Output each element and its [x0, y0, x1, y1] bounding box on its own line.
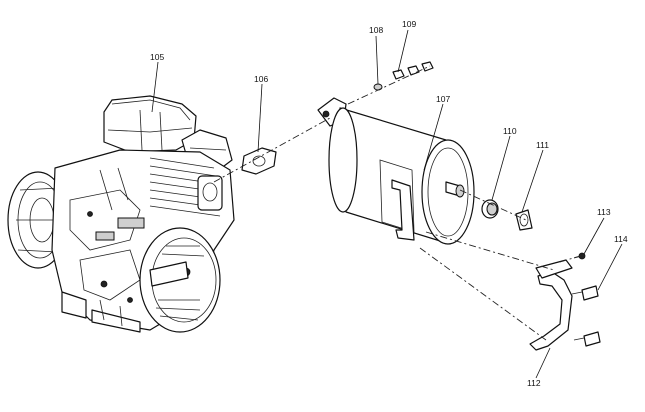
callout-109: 109	[402, 19, 416, 29]
nut-109	[392, 61, 434, 80]
exhaust-gasket	[241, 147, 277, 175]
leader-lines	[151, 29, 623, 379]
callout-110: 110	[503, 126, 517, 136]
callout-108: 108	[369, 25, 383, 35]
callout-107: 107	[436, 94, 450, 104]
callout-113: 113	[597, 207, 611, 217]
bolt-114-lower	[573, 331, 601, 347]
callout-111: 111	[536, 140, 549, 150]
callout-114: 114	[614, 234, 628, 244]
clamp-111	[515, 209, 533, 231]
callout-106: 106	[254, 74, 268, 84]
muffler-bracket-112	[529, 259, 573, 351]
muffler	[317, 97, 475, 245]
engine-assembly	[7, 95, 235, 333]
spark-arrestor-110	[481, 199, 499, 219]
callout-105: 105	[150, 52, 164, 62]
bolt-114-upper	[571, 285, 599, 301]
callout-112: 112	[527, 378, 541, 388]
alignment-lines	[213, 65, 581, 341]
